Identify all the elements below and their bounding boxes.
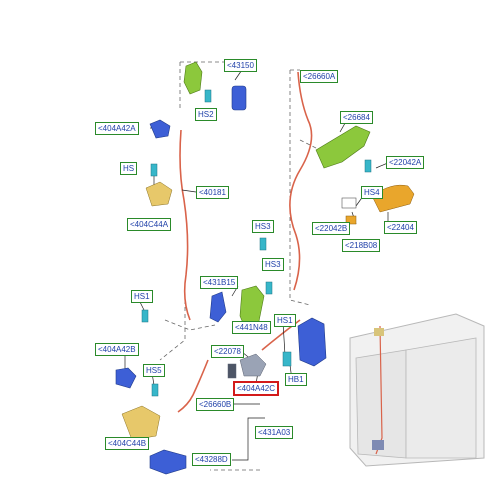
fastener-hs bbox=[150, 163, 158, 177]
fastener-hs3a bbox=[259, 237, 267, 251]
callout-22404[interactable]: <22404 bbox=[384, 221, 417, 234]
callout-hb1[interactable]: HB1 bbox=[285, 373, 307, 386]
fastener-hs1a bbox=[141, 309, 149, 323]
callout-26660A[interactable]: <26660A bbox=[300, 70, 339, 83]
fastener-hs3b bbox=[265, 281, 273, 295]
callout-441N48[interactable]: <441N48 bbox=[232, 321, 271, 334]
fasteners bbox=[141, 89, 372, 397]
fastener-hs4 bbox=[364, 159, 372, 173]
callout-431A03[interactable]: <431A03 bbox=[255, 426, 294, 439]
callout-431B15[interactable]: <431B15 bbox=[200, 276, 239, 289]
callout-404A42C-highlighted[interactable]: <404A42C bbox=[233, 381, 280, 396]
cable-26660A bbox=[289, 71, 313, 291]
callout-hs3-upper[interactable]: HS3 bbox=[252, 220, 274, 233]
van-rear-inset bbox=[349, 313, 485, 467]
part-green-upper bbox=[183, 61, 203, 95]
part-404C44A bbox=[145, 181, 173, 207]
guide-lines bbox=[159, 61, 321, 471]
part-404A42A bbox=[149, 119, 171, 139]
cable-40181 bbox=[179, 129, 191, 321]
part-22042B bbox=[341, 197, 357, 209]
callout-hs5[interactable]: HS5 bbox=[143, 364, 165, 377]
part-431B15 bbox=[209, 291, 227, 323]
part-404C44B bbox=[121, 405, 161, 441]
callout-22042A[interactable]: <22042A bbox=[386, 156, 425, 169]
callout-218B08[interactable]: <218B08 bbox=[342, 239, 381, 252]
callout-hs4[interactable]: HS4 bbox=[361, 186, 383, 199]
cable-link bbox=[261, 319, 301, 351]
fastener-hb1 bbox=[282, 351, 292, 367]
callout-404C44B[interactable]: <404C44B bbox=[105, 437, 150, 450]
gray-parts bbox=[227, 353, 267, 379]
callout-hs2[interactable]: HS2 bbox=[195, 108, 217, 121]
part-22078 bbox=[227, 363, 237, 379]
green-parts bbox=[183, 61, 371, 331]
callout-404A42B[interactable]: <404A42B bbox=[95, 343, 139, 356]
callout-26684[interactable]: <26684 bbox=[340, 111, 373, 124]
callout-hs1-right[interactable]: HS1 bbox=[274, 314, 296, 327]
callout-43288D[interactable]: <43288D bbox=[192, 453, 231, 466]
callout-40181[interactable]: <40181 bbox=[196, 186, 229, 199]
callout-404A42A[interactable]: <404A42A bbox=[95, 122, 139, 135]
cable-26660B bbox=[177, 359, 209, 413]
callout-43150[interactable]: <43150 bbox=[224, 59, 257, 72]
part-43288D bbox=[149, 449, 187, 475]
part-404A42B bbox=[115, 367, 137, 389]
part-404A42C bbox=[239, 353, 267, 377]
callout-22078[interactable]: <22078 bbox=[211, 345, 244, 358]
inset-lower-part bbox=[372, 440, 384, 450]
part-26684 bbox=[315, 125, 371, 169]
callout-404C44A[interactable]: <404C44A bbox=[127, 218, 172, 231]
fastener-hs5 bbox=[151, 383, 159, 397]
fastener-hs2 bbox=[204, 89, 212, 103]
inset-upper-part bbox=[374, 328, 384, 336]
cables bbox=[177, 71, 313, 413]
callout-hs3-lower[interactable]: HS3 bbox=[262, 258, 284, 271]
callout-hs[interactable]: HS bbox=[120, 162, 138, 175]
callout-22042B[interactable]: <22042B bbox=[312, 222, 351, 235]
blue-parts bbox=[115, 85, 327, 475]
inset-right-door bbox=[405, 337, 477, 459]
part-latch-main bbox=[297, 317, 327, 367]
part-43150 bbox=[231, 85, 247, 111]
callout-26660B[interactable]: <26660B bbox=[196, 398, 235, 411]
callout-hs1-left[interactable]: HS1 bbox=[131, 290, 153, 303]
part-218B08 bbox=[345, 215, 357, 225]
